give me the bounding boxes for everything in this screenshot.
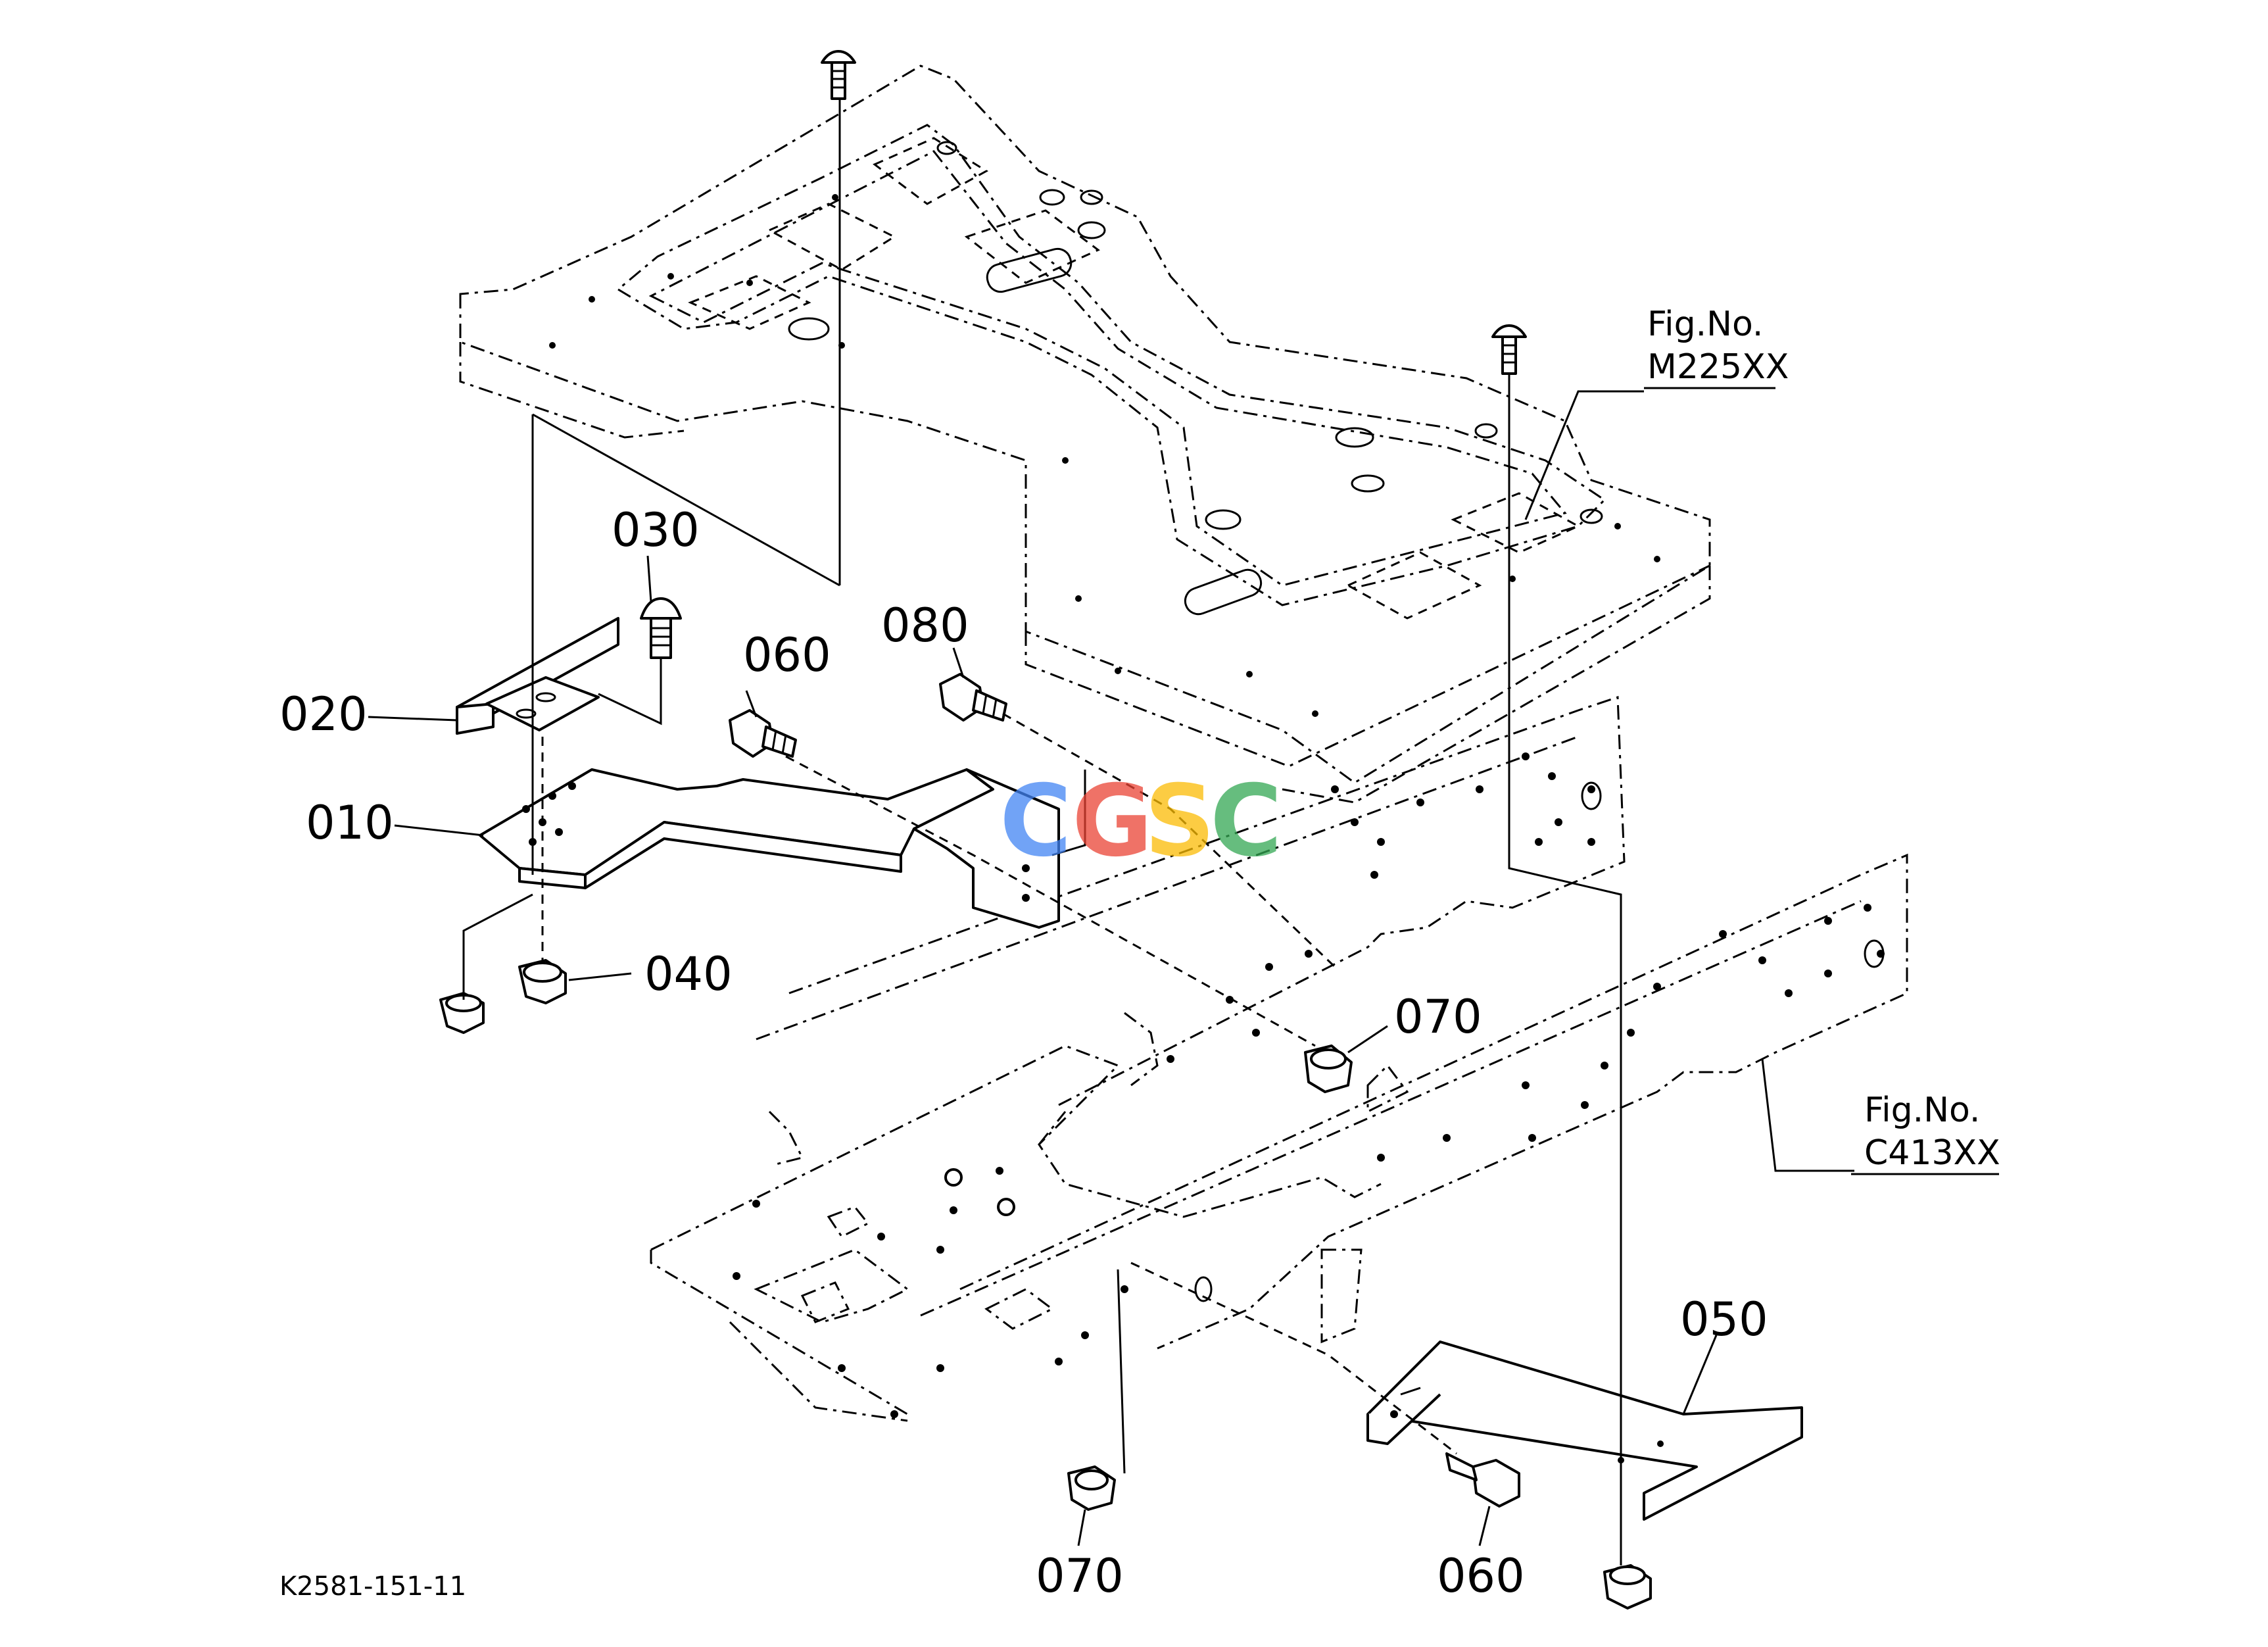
bolt-top-right	[1491, 324, 1527, 375]
bolt-060-lower	[1445, 1452, 1520, 1508]
drawing-code: K2581-151-11	[279, 1571, 466, 1602]
bolt-top-left	[821, 50, 856, 100]
fig-ref-upper-line2: M225XX	[1647, 347, 1789, 387]
nut-070-upper	[1304, 1045, 1353, 1093]
callout-070-upper: 070	[1394, 990, 1482, 1044]
callout-020: 020	[279, 687, 368, 741]
watermark-letter-s: S	[1144, 764, 1215, 879]
callout-060-lower: 060	[1437, 1549, 1525, 1603]
nut-040	[518, 959, 567, 1004]
bracket-020	[456, 617, 619, 735]
callout-050: 050	[1680, 1292, 1768, 1346]
callout-leaders	[368, 390, 1854, 1546]
callout-070-lower: 070	[1036, 1549, 1124, 1603]
watermark-letter-c1: C	[1000, 764, 1072, 879]
chassis-frame-phantom	[650, 695, 1908, 1422]
watermark-logo: C G S C	[1000, 764, 1282, 879]
nut-070-lower	[1067, 1465, 1116, 1511]
callout-060-upper: 060	[743, 628, 831, 682]
callout-040: 040	[644, 947, 733, 1001]
bolt-030	[640, 597, 682, 659]
fig-ref-upper-line1: Fig.No.	[1647, 305, 1763, 344]
watermark-letter-g: G	[1072, 764, 1153, 879]
callout-010: 010	[306, 796, 394, 850]
callout-080: 080	[881, 599, 969, 652]
bolt-080	[939, 673, 1007, 722]
nut-bottom-right	[1603, 1564, 1652, 1610]
callout-030: 030	[612, 503, 700, 557]
watermark-letter-c2: C	[1210, 764, 1282, 879]
floor-plate-phantom	[459, 64, 1711, 804]
bracket-010	[479, 768, 1060, 929]
bolt-060-upper	[729, 709, 797, 758]
bracket-050	[1366, 1340, 1803, 1521]
nut-left	[439, 992, 485, 1034]
assembly-lines	[462, 99, 1622, 1565]
fig-ref-lower-line2: C413XX	[1864, 1133, 2000, 1173]
fig-ref-lower-line1: Fig.No.	[1864, 1091, 1980, 1130]
